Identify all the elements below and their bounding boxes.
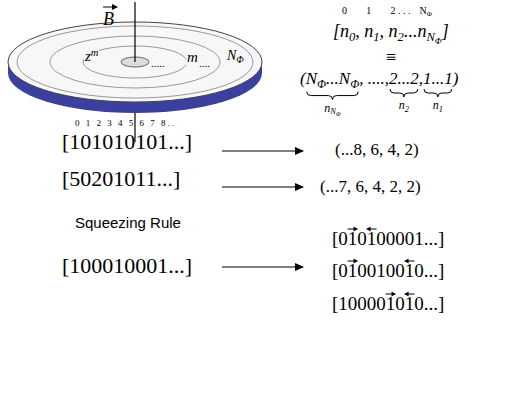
ellipsis: ..... [151,57,165,69]
partition: (...8, 6, 4, 2) [335,140,419,159]
occupation-list: , n [355,21,373,41]
occupation-list: ...n [404,21,427,41]
orbital-index: 0 [342,5,347,16]
brace-label: n [433,98,439,112]
brace-label: Φ [336,111,341,117]
orbital-index-group: 0 1 2 3 4 5 6 7 8.. [75,119,176,128]
vector-arrow [103,7,117,8]
occupation-pattern-group: [100010001...] [62,255,192,277]
occupation-list: 0 [349,30,355,44]
brace-label: 2 [405,105,409,114]
state-label: m [91,47,99,58]
equivalence-sign-group: ≡ [386,48,396,66]
underbrace [390,89,418,97]
orbital-index-group: 2 . . . [391,6,411,16]
partition-tuple-group: (NΦ...NΦ, ....,2...2,1...1) [300,70,458,90]
orbital-index-group: 0 [342,6,347,16]
orbital-index: 2 . . . [391,5,411,16]
field-axis [134,2,135,62]
rule-heading: Squeezing Rule [75,214,181,231]
partition-tuple: , ...., [359,69,389,88]
occupation-list: [n [333,21,349,41]
squeezed-pattern: [010010010...] [332,260,444,281]
brace-label: N [330,107,336,116]
orbital-index-group: NΦ [419,6,431,18]
brace-label: 1 [439,105,443,114]
partition-tuple: Φ [317,77,326,91]
partition-tuple: 2...2 [389,69,419,88]
occupation-list: ] [442,21,449,41]
squeezed-pattern-group: [010100001...] [332,229,444,248]
map-arrow [222,267,303,268]
map-arrow [222,187,303,188]
occupation-list: N [426,30,434,44]
orbital-index: 0 1 2 3 4 5 6 7 8.. [75,118,176,128]
brace-label-group: n2 [399,99,409,114]
orbital-index: Φ [427,10,432,18]
occupation-list: 1 [373,30,379,44]
occupation-list: 2 [398,30,404,44]
occupation-pattern-group: [101010101...] [62,131,192,153]
partition-tuple: ...N [326,69,350,88]
partition-tuple: ) [453,69,459,88]
field-label: B [103,9,114,29]
squeezed-pattern: [010100001...] [332,228,444,249]
underbrace [307,92,359,100]
occupation-pattern: [100010001...] [62,253,192,278]
partition: (...7, 6, 4, 2, 2) [320,177,421,196]
brace-label-group: n1 [433,99,443,114]
brace-label-group: nNΦ [324,102,340,118]
partition-tuple: ( [300,69,306,88]
partition-tuple: , [419,69,423,88]
state-label: N [227,48,236,63]
occupation-list-group: [n0, n1, n2...nNΦ] [333,22,449,46]
ellipsis: .... [199,57,210,69]
field-label-group: B [103,10,114,28]
map-arrow [222,151,303,152]
state-label-group: NΦ [226,49,245,65]
equivalence-sign: ≡ [386,47,396,67]
occupation-pattern-group: [50201011...] [62,168,180,190]
brace-label: n [399,98,405,112]
partition-tuple: N [306,69,317,88]
underbrace [424,89,452,97]
occupation-pattern: [101010101...] [62,129,192,154]
squeezed-pattern-group: [100001010...] [332,294,444,313]
partition-group: (...7, 6, 4, 2, 2) [320,178,421,195]
ellipsis-group: ..... [150,58,166,69]
squeezed-pattern-group: [010010010...] [332,261,444,280]
partition-tuple: Φ [350,77,359,91]
brace-label: n [324,101,330,115]
orbital-index: N [419,5,426,16]
occupation-list: , n [380,21,398,41]
state-label: m [187,49,198,65]
state-label-group: m [186,50,199,65]
squeezed-pattern: [100001010...] [332,293,444,314]
rule-heading-group: Squeezing Rule [75,215,181,230]
state-label-group: zm [84,48,99,64]
ellipsis-group: .... [198,58,211,69]
partition-group: (...8, 6, 4, 2) [335,141,419,158]
occupation-pattern: [50201011...] [62,166,180,191]
occupation-list: Φ [435,36,442,46]
state-label: z [85,48,91,64]
orbital-index: 1 [366,5,371,16]
orbital-index-group: 1 [366,6,371,16]
partition-tuple: 1...1 [423,69,453,88]
state-label: Φ [236,54,243,65]
